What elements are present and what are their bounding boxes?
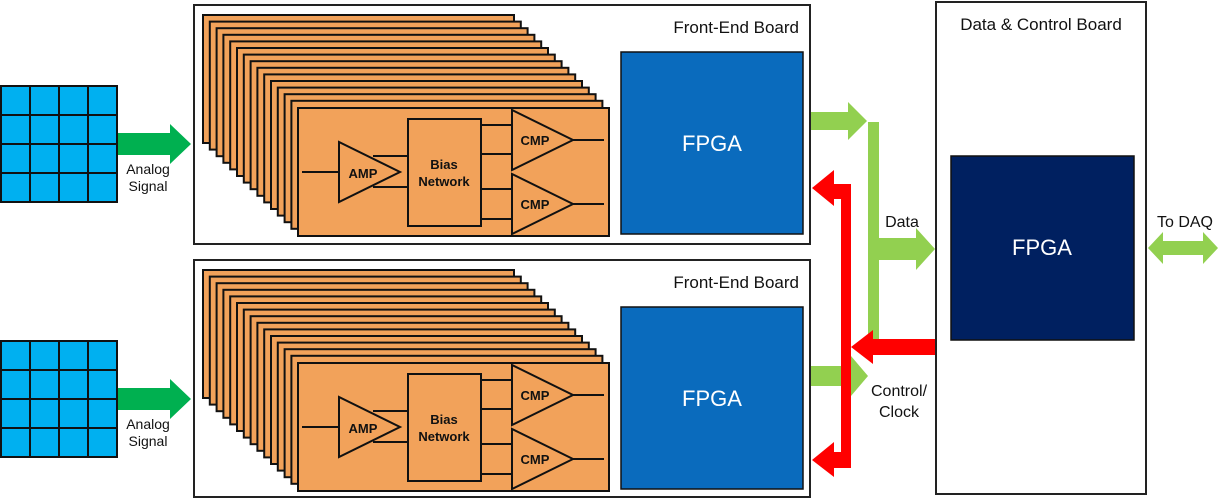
fpga-top-label: FPGA <box>682 131 742 156</box>
fpga-control <box>950 155 1135 341</box>
control-arrow-top-fpga <box>812 170 851 468</box>
bias-network-block <box>407 373 482 482</box>
data-control-board-title: Data & Control Board <box>960 15 1122 34</box>
control-arrow-bottom-fpga <box>812 442 851 477</box>
sensor-pixel <box>87 427 118 458</box>
sensor-grid-bottom <box>0 340 118 458</box>
analog-arrow-bottom <box>118 379 191 419</box>
analog-label-bottom-2: Signal <box>129 433 168 449</box>
sensor-pixel <box>87 143 118 174</box>
daq-label: To DAQ <box>1157 214 1213 231</box>
sensor-pixel <box>0 114 31 145</box>
sensor-pixel <box>29 427 60 458</box>
cmp-label: CMP <box>521 197 550 212</box>
amp-label: AMP <box>349 421 378 436</box>
front-end-board-title-bottom: Front-End Board <box>673 273 799 292</box>
sensor-pixel <box>0 369 31 400</box>
fpga-control-label: FPGA <box>1012 235 1072 260</box>
comparator-symbol <box>511 172 576 236</box>
sensor-pixel <box>29 143 60 174</box>
fpga-bottom <box>620 306 804 490</box>
front-end-group-bottom: Analog Signal Front-End Board AMP BiasNet… <box>0 259 811 498</box>
fpga-top <box>620 51 804 235</box>
data-bus-label: Data <box>885 214 919 231</box>
sensor-pixel <box>58 85 89 116</box>
sensor-pixel <box>58 427 89 458</box>
data-arrow-bottom-fpga <box>811 356 868 396</box>
sensor-pixel <box>87 114 118 145</box>
sensor-pixel <box>87 398 118 429</box>
sensor-pixel <box>87 85 118 116</box>
data-arrow-to-control <box>879 228 935 270</box>
cmp-label: CMP <box>521 133 550 148</box>
sensor-pixel <box>0 398 31 429</box>
sensor-pixel <box>87 340 118 371</box>
sensor-pixel <box>29 85 60 116</box>
sensor-pixel <box>29 114 60 145</box>
cmp-label: CMP <box>521 388 550 403</box>
sensor-pixel <box>29 172 60 203</box>
cmp-label: CMP <box>521 452 550 467</box>
data-bus-vertical <box>868 122 879 346</box>
sensor-pixel <box>29 369 60 400</box>
sensor-pixel <box>0 172 31 203</box>
front-end-group-top: Analog Signal Front-End Board AMP BiasNet… <box>0 4 811 245</box>
analog-label-top-1: Analog <box>126 161 170 177</box>
sensor-pixel <box>58 369 89 400</box>
sensor-pixel <box>58 143 89 174</box>
sensor-pixel <box>29 340 60 371</box>
sensor-pixel <box>58 172 89 203</box>
sensor-pixel <box>87 369 118 400</box>
bias-label-2: Network <box>418 174 470 189</box>
control-bus: Control/ Clock <box>812 170 935 477</box>
comparator-symbol <box>511 427 576 491</box>
sensor-pixel <box>58 398 89 429</box>
data-arrow-top-fpga <box>811 102 867 140</box>
sensor-pixel <box>0 85 31 116</box>
amp-symbol <box>338 140 403 204</box>
sensor-pixel <box>58 340 89 371</box>
bias-label-1: Bias <box>430 157 457 172</box>
daq-link: To DAQ <box>1148 214 1218 264</box>
control-bus-label-2: Clock <box>879 404 920 421</box>
comparator-symbol <box>511 363 576 427</box>
amp-label: AMP <box>349 166 378 181</box>
bias-label-1: Bias <box>430 412 457 427</box>
analog-arrow-top <box>118 124 191 164</box>
bias-network-block <box>407 118 482 227</box>
front-end-board-title-top: Front-End Board <box>673 18 799 37</box>
sensor-pixel <box>58 114 89 145</box>
control-bus-label-1: Control/ <box>871 383 928 400</box>
sensor-pixel <box>87 172 118 203</box>
data-control-group: Data & Control Board FPGA <box>935 1 1147 495</box>
amp-symbol <box>338 395 403 459</box>
daq-arrow <box>1148 232 1218 264</box>
sensor-pixel <box>0 340 31 371</box>
sensor-pixel <box>29 398 60 429</box>
control-arrow-from-control <box>851 330 935 364</box>
fpga-bottom-label: FPGA <box>682 386 742 411</box>
bias-label-2: Network <box>418 429 470 444</box>
sensor-pixel <box>0 427 31 458</box>
data-bus: Data <box>811 102 935 396</box>
analog-label-top-2: Signal <box>129 178 168 194</box>
analog-label-bottom-1: Analog <box>126 416 170 432</box>
sensor-pixel <box>0 143 31 174</box>
comparator-symbol <box>511 108 576 172</box>
sensor-grid-top <box>0 85 118 203</box>
